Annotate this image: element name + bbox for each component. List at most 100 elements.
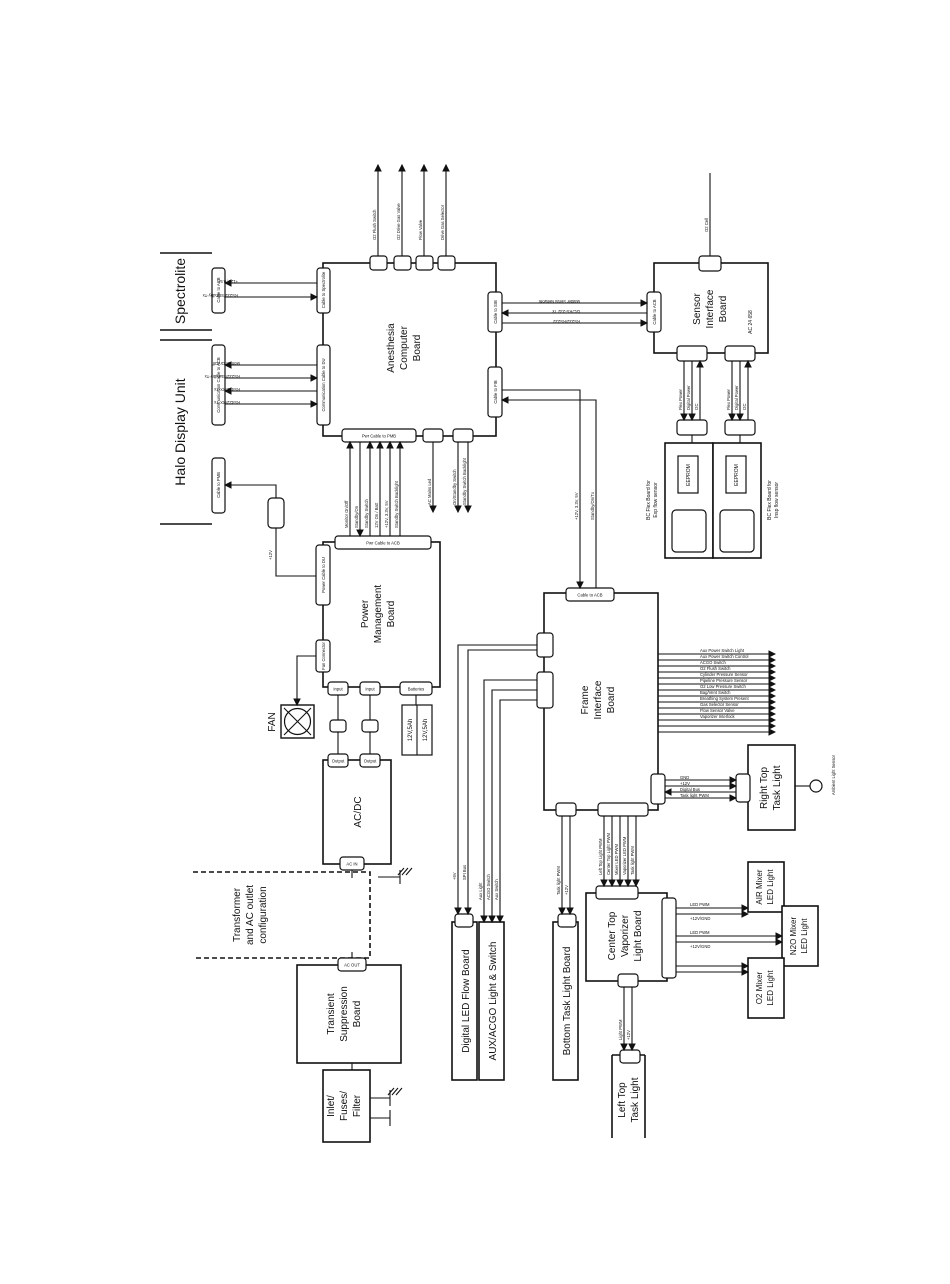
air-mixer-label-1: AIR Mixer bbox=[755, 869, 764, 904]
aux-acgo-label: AUX/ACGO Light & Switch bbox=[488, 942, 499, 1061]
conn-acb-sib: Cable to SIB bbox=[493, 300, 498, 324]
anesthesia-computer-board: Anesthesia Computer Board bbox=[322, 262, 497, 437]
sig-acb-pmb-4: 12V On / Batt bbox=[374, 502, 379, 528]
sig-aux-2: ACGO Switch bbox=[486, 874, 491, 900]
right-top-label-2: Task Light bbox=[772, 765, 783, 810]
conn-sib-acb: Cable to ACB bbox=[652, 299, 657, 324]
conn-acb-fib: Cable to FIB bbox=[493, 380, 498, 403]
sig-acb-stby-2: On/Standby Switch bbox=[452, 469, 457, 505]
transformer-label-2: and AC outlet bbox=[245, 885, 256, 945]
sig-aux-3: Aux Switch bbox=[494, 879, 499, 900]
sig-left-1: Light PWM bbox=[618, 1019, 623, 1040]
sig-o2-cell: O2 Cell bbox=[704, 218, 709, 232]
sig-led-2: SPI Bus bbox=[462, 865, 467, 880]
sig-mixer-2: +12V/GND bbox=[690, 916, 710, 921]
conn-halo-acb: Communication Cable to ACB bbox=[216, 357, 221, 413]
conn-halo-pmb: Cable to PMB bbox=[216, 472, 221, 498]
sig-fib-right-3: Digital Bus bbox=[680, 787, 700, 792]
pmb-label-1: Power bbox=[360, 599, 371, 628]
sig-spectro-pwr: +12V, 0.5A bbox=[217, 279, 238, 284]
signal-labels: +12V, 0.5A RS232/Standby-Tx Monitor On/O… bbox=[202, 203, 750, 1040]
o2-mixer-label-1: O2 Mixer bbox=[755, 971, 764, 1004]
tsb-label-1: Transient bbox=[326, 993, 337, 1035]
conn-pmb-acb: Pwr Cable to ACB bbox=[366, 541, 400, 546]
sensor-interface-board: Sensor Interface Board AC 24 658 bbox=[653, 262, 769, 354]
conn-acdc-out-1: Output bbox=[332, 759, 345, 764]
sib-part-number: AC 24 658 bbox=[748, 310, 754, 334]
sig-acb-top-4: Drive Gas Selector bbox=[440, 204, 445, 240]
sig-fib-out-1: Aux Power Switch Light bbox=[700, 648, 745, 653]
sig-fib-center-2: Center Top Light PWM bbox=[606, 832, 611, 875]
sig-fib-out-4: O2 Flush Switch bbox=[700, 666, 731, 671]
conn-spec-acb: Cable to ACB bbox=[216, 277, 221, 302]
sig-acb-fib-1: +12V, 3.3V, 5V bbox=[574, 492, 579, 520]
sig-sib-flow-2b: Digital Power bbox=[734, 385, 739, 410]
flex-exp-label-1: BC Flex Board for bbox=[646, 480, 652, 520]
sig-acb-pmb-6: Standby Switch Backlight bbox=[394, 480, 399, 528]
conn-pmb-in-2: Input bbox=[365, 687, 375, 692]
air-mixer-led: AIR Mixer LED Light bbox=[747, 861, 785, 913]
n2o-mixer-led: N2O Mixer LED Light bbox=[781, 905, 819, 967]
wires bbox=[223, 163, 784, 1070]
tsb-label-2: Suppression bbox=[339, 986, 350, 1042]
o2-mixer-led: O2 Mixer LED Light bbox=[747, 957, 785, 1019]
sig-fib-right-2: +12V bbox=[680, 781, 690, 786]
sig-sib-flow-1a: Flex Power bbox=[678, 388, 683, 410]
transformer-block: Transformer and AC outlet configuration bbox=[193, 871, 371, 959]
sig-halo-video: Monitor On/Off bbox=[212, 361, 240, 366]
conn-pmb-in-1: Input bbox=[333, 687, 343, 692]
acb-label-3: Board bbox=[412, 335, 423, 362]
sig-acb-sib-1: Master Serial Network bbox=[538, 299, 580, 304]
air-mixer-label-2: LED Light bbox=[766, 869, 775, 905]
sig-fib-right-1: GND bbox=[680, 775, 689, 780]
sig-acb-pmb-3: Standby Switch bbox=[364, 498, 369, 528]
bottom-task-light-board: Bottom Task Light Board bbox=[552, 921, 579, 1081]
ground-symbol-3 bbox=[370, 1110, 391, 1126]
sig-fib-out-11: Flow Sensor Valve bbox=[700, 708, 735, 713]
inlet-fuses-filter: Inlet/ Fuses/ Filter bbox=[322, 1069, 371, 1143]
sig-led-1: +5V bbox=[452, 872, 457, 880]
sig-halo-c: RS422/RX-Tx bbox=[213, 400, 240, 405]
center-top-label-2: Vaporizer bbox=[620, 914, 631, 957]
acdc-block: AC/DC bbox=[322, 759, 392, 865]
pmb-label-3: Board bbox=[386, 601, 397, 628]
sig-acb-stby-1: AC Mains Led bbox=[427, 478, 432, 505]
sig-bottom-2: +12V bbox=[564, 885, 569, 895]
sig-left-2: +12V bbox=[626, 1030, 631, 1040]
sig-mixer-1: LED PWM bbox=[690, 902, 710, 907]
conn-pmb-du: Power Cable to DU bbox=[321, 557, 326, 593]
battery-2-label: 12V,5Ah bbox=[423, 719, 429, 741]
n2o-mixer-label-2: LED Light bbox=[800, 918, 809, 954]
sig-acb-top-1: O2 Flush Switch bbox=[372, 209, 377, 240]
fib-label-2: Interface bbox=[593, 680, 604, 719]
conn-tsb-out: AC OUT bbox=[344, 963, 360, 968]
n2o-mixer-label-1: N2O Mixer bbox=[789, 917, 798, 956]
digital-led-flow-board: Digital LED Flow Board bbox=[451, 921, 478, 1081]
conn-acdc-out-2: Output bbox=[364, 759, 377, 764]
sig-acb-pmb-2: Standby/On bbox=[354, 505, 359, 528]
left-top-label-2: Task Light bbox=[630, 1077, 641, 1122]
ambient-sensor-label: Ambient Light Sensor bbox=[831, 754, 836, 795]
flex-board-exp: EEPROM BC Flex Board for Exp flow sensor bbox=[646, 442, 714, 559]
sig-fib-out-9: Breathing System Present bbox=[700, 696, 749, 701]
sig-fib-center-5: Task light PWM bbox=[630, 846, 635, 875]
flex-board-insp: EEPROM BC Flex Board for Insp flow senso… bbox=[712, 442, 780, 559]
sig-acb-pmb-1: Monitor On/Off bbox=[344, 500, 349, 528]
sib-label-1: Sensor bbox=[692, 292, 703, 324]
sig-fib-center-3: Mixer LED PWM bbox=[614, 844, 619, 875]
center-top-label-1: Center Top bbox=[607, 911, 618, 960]
conn-acb-spec: Cable to Spectrolite bbox=[321, 271, 326, 308]
inlet-label-1: Inlet/ bbox=[326, 1095, 337, 1117]
frame-interface-board: Frame Interface Board bbox=[543, 592, 659, 811]
transformer-label-1: Transformer bbox=[232, 887, 243, 942]
sig-aux-1: Aux Light bbox=[478, 882, 483, 900]
sig-fib-center-1: Left Top Light PWM bbox=[598, 838, 603, 875]
conn-acdc-in: AC IN bbox=[346, 862, 357, 867]
sig-spectro-data: RS232/Standby-Tx bbox=[202, 293, 238, 298]
conn-fan: Fan Connector bbox=[321, 642, 326, 670]
sib-label-2: Interface bbox=[705, 289, 716, 328]
aux-acgo-block: AUX/ACGO Light & Switch bbox=[478, 921, 505, 1081]
inlet-label-3: Filter bbox=[352, 1094, 363, 1117]
sig-acb-sib-2: I2C/RS-232 Tx bbox=[551, 309, 580, 314]
